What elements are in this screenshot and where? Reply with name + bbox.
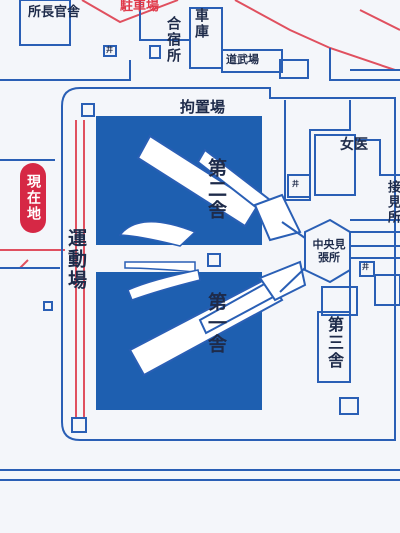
- label-director-residence: 所長官舎: [28, 5, 81, 20]
- label-building-2: 第二舎: [205, 158, 227, 221]
- label-building-3: 第三舎: [325, 316, 344, 370]
- label-dormitory: 合宿所: [165, 16, 181, 64]
- label-building-1: 第一舎: [205, 292, 227, 355]
- site-outlines: [0, 0, 400, 481]
- well-marker-1: 井: [106, 46, 113, 54]
- label-parking: 駐車場: [120, 0, 160, 14]
- label-visitation: 接見所: [385, 180, 400, 225]
- label-central-watch: 中央見張所: [312, 238, 346, 264]
- label-women-ward: 女医: [340, 137, 368, 153]
- well-marker-2: 井: [292, 180, 299, 188]
- label-dojo: 道武場: [226, 53, 259, 66]
- label-garage: 車庫: [193, 8, 209, 40]
- red-boundary-lines: [0, 0, 400, 418]
- well-marker-3: 井: [362, 263, 369, 271]
- current-location-marker: 現在地: [20, 163, 46, 233]
- label-holding-area: 拘置場: [180, 98, 226, 116]
- cell-block-complex: [96, 116, 351, 410]
- label-sports-ground: 運動場: [65, 228, 87, 291]
